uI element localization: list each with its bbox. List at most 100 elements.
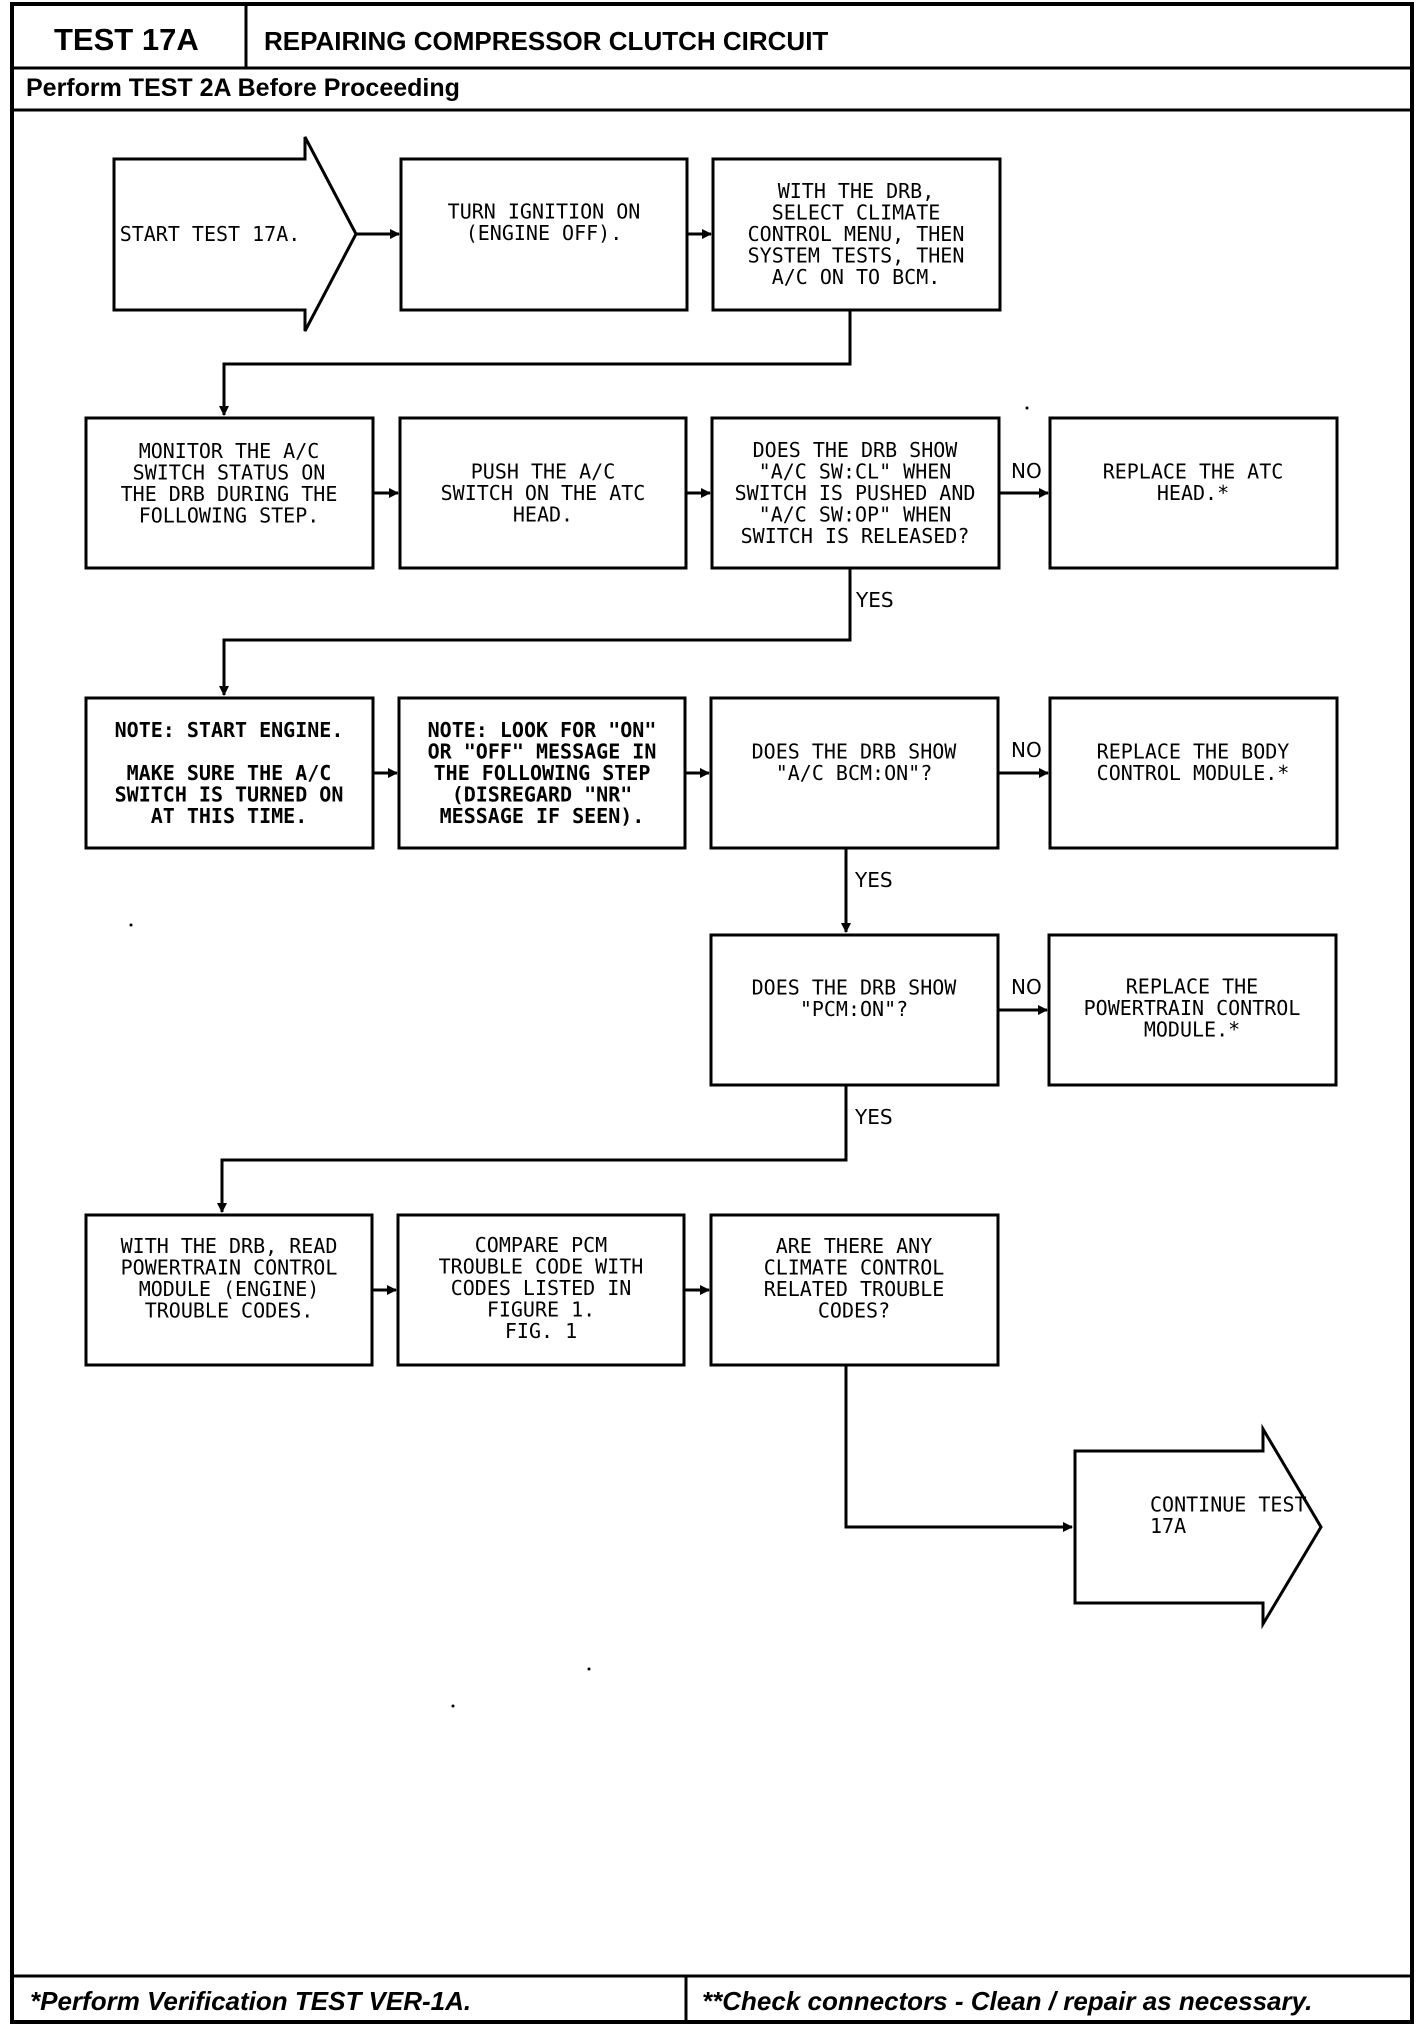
note-look-text: NOTE: LOOK FOR "ON"OR "OFF" MESSAGE INTH… xyxy=(428,718,657,828)
node-line: DOES THE DRB SHOW xyxy=(752,739,958,763)
yes-label-1: YES xyxy=(855,588,894,612)
node-line: THE FOLLOWING STEP xyxy=(434,761,651,785)
page-subtitle: Perform TEST 2A Before Proceeding xyxy=(26,74,460,102)
scan-speck xyxy=(129,923,133,927)
scan-speck xyxy=(1025,406,1029,410)
footer-note-left: *Perform Verification TEST VER-1A. xyxy=(30,1986,471,2016)
node-line: CLIMATE CONTROL xyxy=(764,1255,945,1279)
scan-speck xyxy=(451,1704,455,1708)
read-codes-box xyxy=(84,1213,374,1367)
node-line: HEAD.* xyxy=(1157,481,1229,505)
node-line: "A/C BCM:ON"? xyxy=(776,761,933,785)
node-line: POWERTRAIN CONTROL xyxy=(121,1255,338,1279)
test-id: TEST 17A xyxy=(54,22,199,57)
node-line: CONTROL MODULE.* xyxy=(1097,761,1290,785)
node-line: "PCM:ON"? xyxy=(800,997,908,1021)
node-line: (DISREGARD "NR" xyxy=(452,783,633,807)
node-line: ARE THERE ANY xyxy=(776,1234,933,1258)
node-line: A/C ON TO BCM. xyxy=(772,265,941,289)
node-line: TURN IGNITION ON xyxy=(448,199,641,223)
yes-label-3: YES xyxy=(854,1105,893,1129)
node-line: PUSH THE A/C xyxy=(471,460,616,484)
no-label-3: NO xyxy=(1011,975,1042,999)
node-line: MONITOR THE A/C xyxy=(139,439,320,463)
node-line: TROUBLE CODE WITH xyxy=(439,1255,644,1279)
node-line: CONTROL MENU, THEN xyxy=(748,222,965,246)
node-line: "A/C SW:OP" WHEN xyxy=(759,503,952,527)
any-codes-box xyxy=(709,1213,1000,1367)
node-line: MAKE SURE THE A/C xyxy=(127,761,332,785)
node-line: START TEST 17A. xyxy=(120,222,301,246)
node-line: TROUBLE CODES. xyxy=(145,1298,314,1322)
node-line: SELECT CLIMATE xyxy=(772,201,941,225)
node-line: RELATED TROUBLE xyxy=(764,1277,945,1301)
compare-box xyxy=(396,1213,686,1367)
note-start-text: NOTE: START ENGINE. MAKE SURE THE A/CSWIT… xyxy=(115,718,344,828)
no-label-1: NO xyxy=(1011,459,1042,483)
node-line: REPLACE THE ATC xyxy=(1103,459,1284,483)
node-line: MESSAGE IF SEEN). xyxy=(440,804,645,828)
node-line: SWITCH IS TURNED ON xyxy=(115,783,344,807)
node-line: NOTE: START ENGINE. xyxy=(115,718,344,742)
drb-show-sw-text: DOES THE DRB SHOW"A/C SW:CL" WHENSWITCH … xyxy=(735,438,976,548)
node-line: AT THIS TIME. xyxy=(151,804,308,828)
node-line: SWITCH STATUS ON xyxy=(133,460,326,484)
replace-pcm-box xyxy=(1047,933,1338,1087)
page-border xyxy=(10,2,1414,2024)
page-title: REPAIRING COMPRESSOR CLUTCH CIRCUIT xyxy=(264,26,828,56)
node-line: CODES LISTED IN xyxy=(451,1276,632,1300)
drb-show-bcm-box xyxy=(709,696,1000,850)
node-line: DOES THE DRB SHOW xyxy=(753,438,959,462)
start-text: START TEST 17A. xyxy=(120,222,301,246)
select-menu-box xyxy=(711,157,1002,312)
node-line: MODULE (ENGINE) xyxy=(139,1277,320,1301)
node-line: REPLACE THE xyxy=(1126,975,1258,999)
ignition-text: TURN IGNITION ON(ENGINE OFF). xyxy=(448,199,641,245)
node-line: SYSTEM TESTS, THEN xyxy=(748,244,965,268)
drb-show-bcm-text: DOES THE DRB SHOW"A/C BCM:ON"? xyxy=(752,739,958,785)
node-line: SWITCH IS PUSHED AND xyxy=(735,481,976,505)
node-line: REPLACE THE BODY xyxy=(1097,739,1290,763)
node-line: MODULE.* xyxy=(1144,1018,1240,1042)
node-line: THE DRB DURING THE xyxy=(121,482,338,506)
node-line: FOLLOWING STEP. xyxy=(139,503,320,527)
scan-speck xyxy=(587,1667,591,1671)
node-line: WITH THE DRB, xyxy=(778,179,935,203)
yes-label-2: YES xyxy=(854,868,893,892)
note-start-box xyxy=(84,696,375,850)
start-arrow xyxy=(112,136,358,332)
node-line: NOTE: LOOK FOR "ON" xyxy=(428,718,657,742)
replace-bcm-box xyxy=(1048,696,1339,850)
node-line: 17A xyxy=(1150,1514,1186,1538)
node-line: SWITCH IS RELEASED? xyxy=(741,524,970,548)
node-line: DOES THE DRB SHOW xyxy=(752,975,958,999)
node-line: (ENGINE OFF). xyxy=(466,221,623,245)
continue-arrow xyxy=(1073,1423,1323,1630)
node-line: OR "OFF" MESSAGE IN xyxy=(428,740,657,764)
node-line: POWERTRAIN CONTROL xyxy=(1084,996,1301,1020)
node-line: SWITCH ON THE ATC xyxy=(441,481,646,505)
node-line: FIG. 1 xyxy=(505,1319,577,1343)
drb-show-pcm-text: DOES THE DRB SHOW"PCM:ON"? xyxy=(752,975,958,1021)
node-line: CODES? xyxy=(818,1298,890,1322)
node-line: WITH THE DRB, READ xyxy=(121,1234,338,1258)
node-line: CONTINUE TEST xyxy=(1150,1492,1307,1516)
node-line: COMPARE PCM xyxy=(475,1233,607,1257)
push-switch-box xyxy=(398,416,688,570)
no-label-2: NO xyxy=(1011,738,1042,762)
note-look-box xyxy=(397,696,687,850)
node-line: HEAD. xyxy=(513,503,573,527)
footer-note-right: **Check connectors - Clean / repair as n… xyxy=(702,1986,1312,2016)
replace-atc-box xyxy=(1048,416,1339,570)
